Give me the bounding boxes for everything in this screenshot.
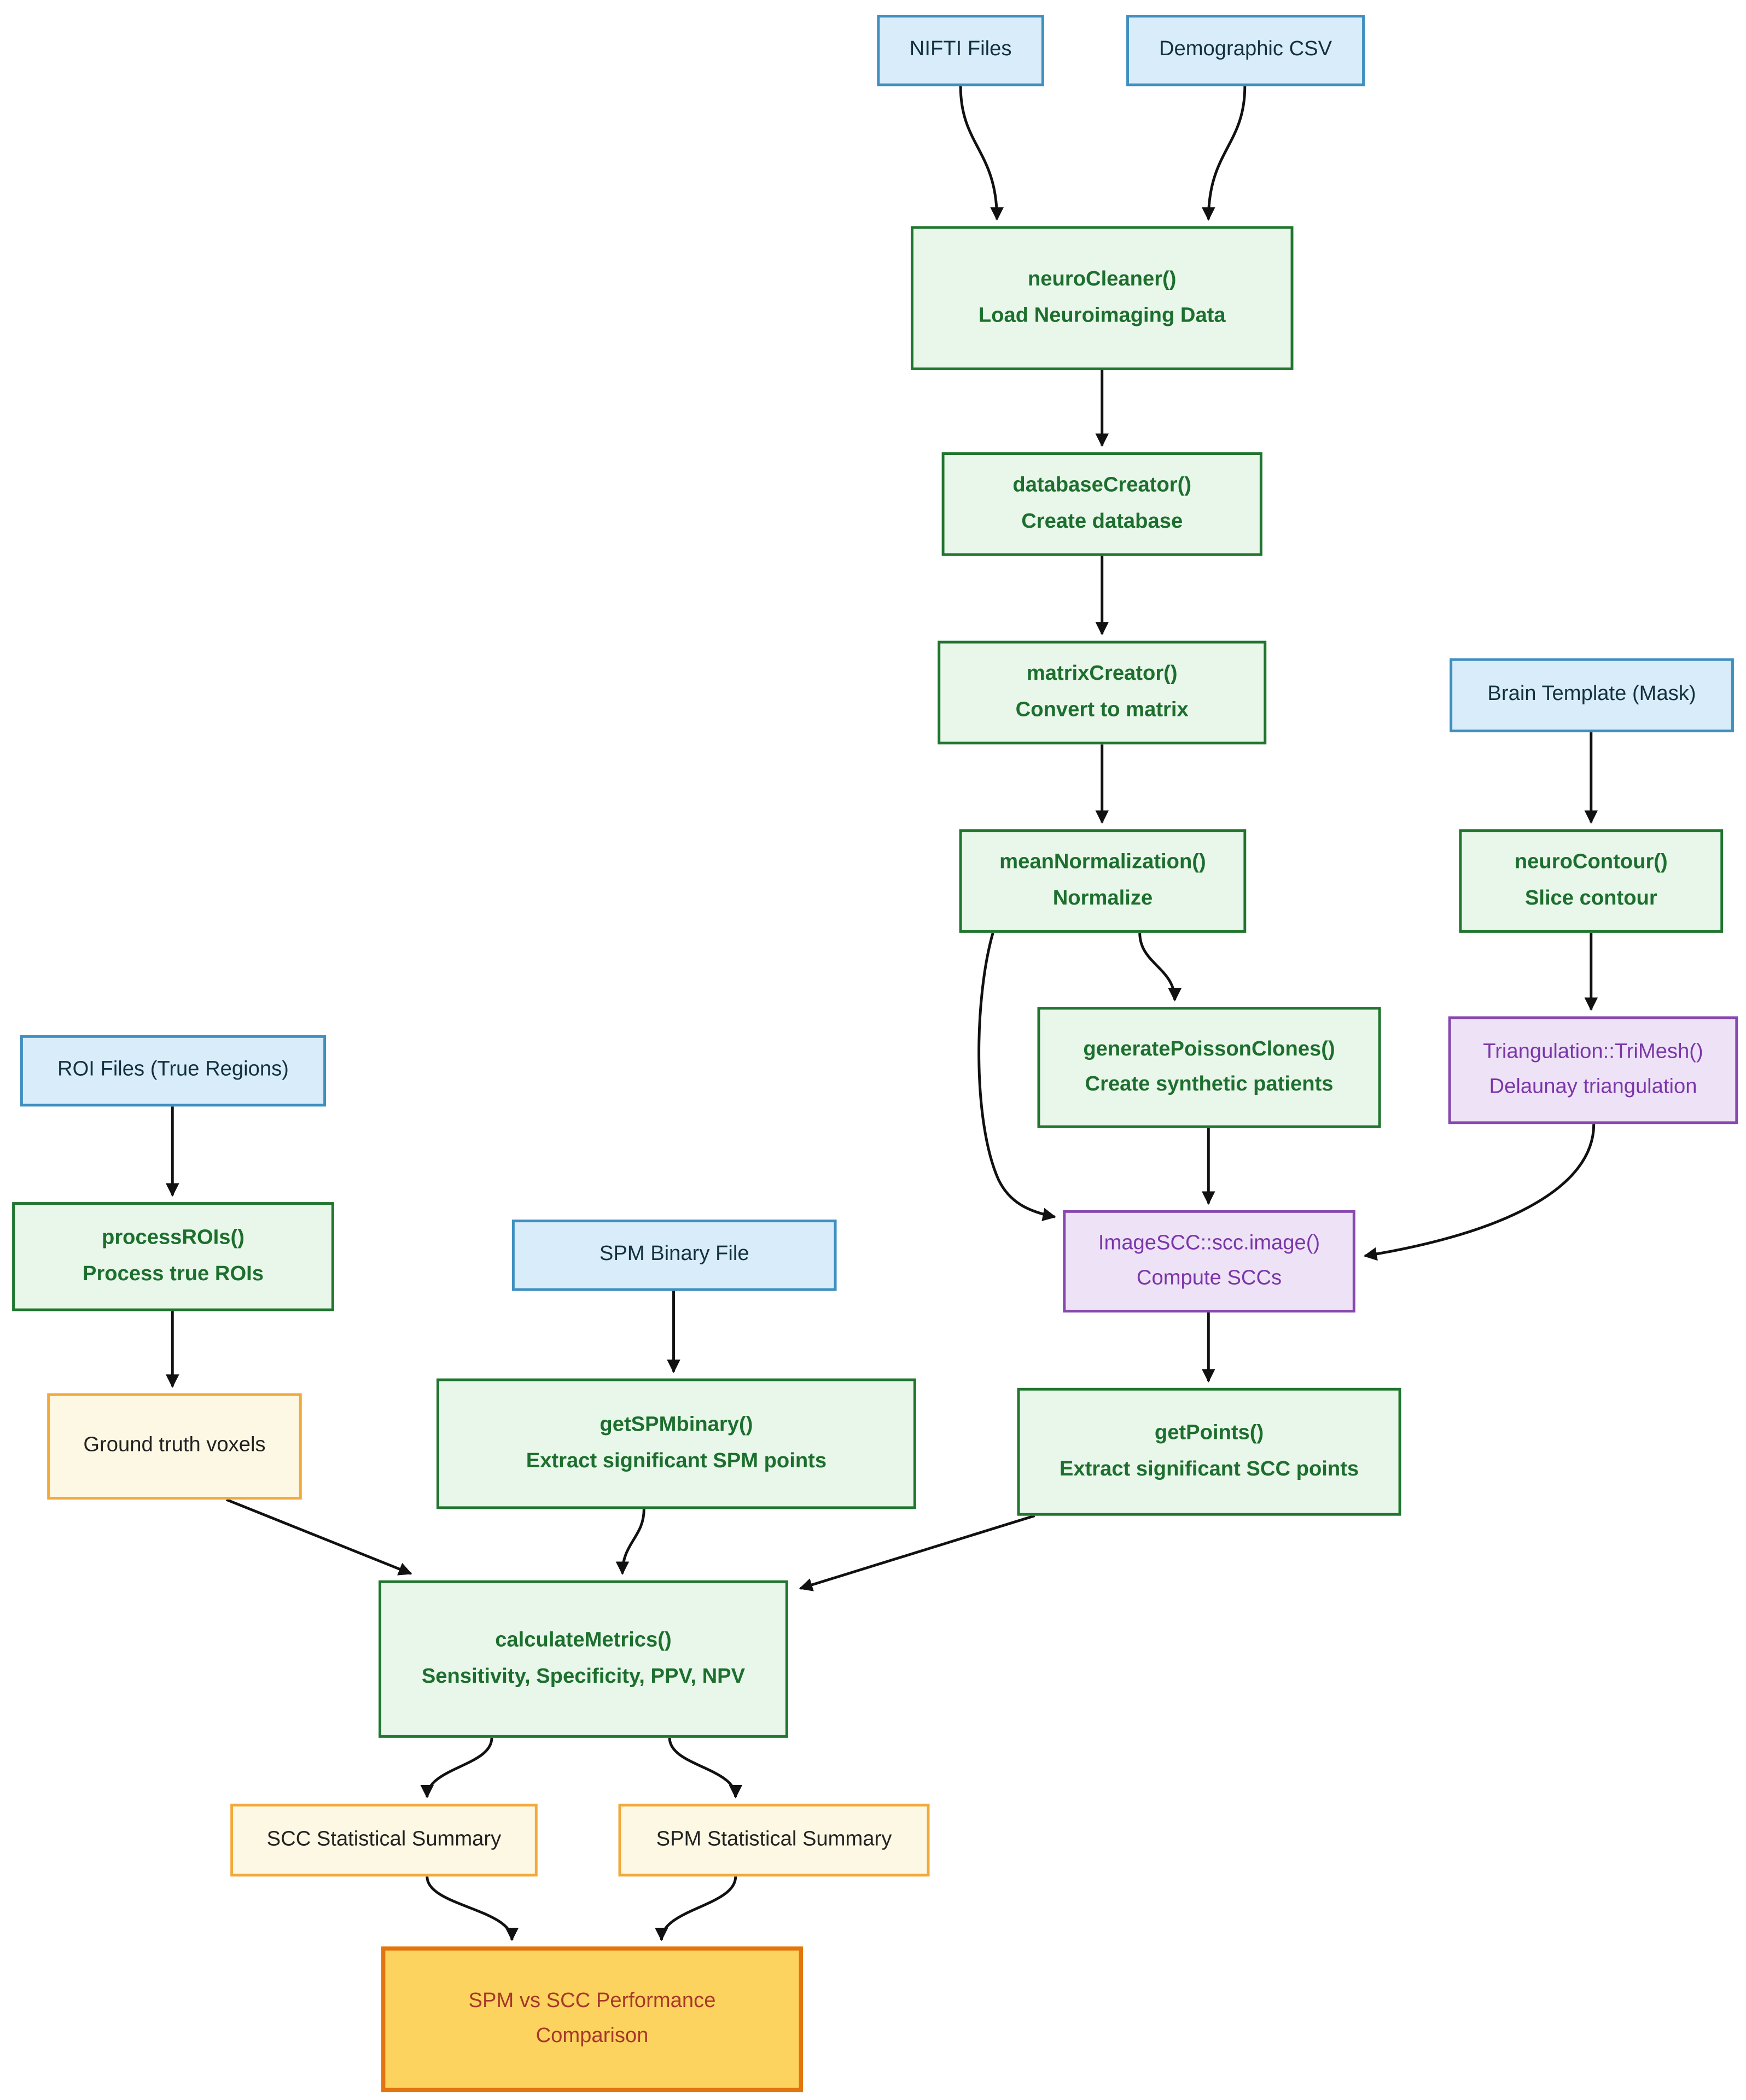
edge-meannormalization-to-generatepoissonclones	[1138, 932, 1182, 1002]
node-braintemplate: Brain Template (Mask)	[1450, 658, 1734, 733]
node-databasecreator-label-0: databaseCreator()	[1012, 474, 1192, 497]
node-groundtruth-label-0: Ground truth voxels	[83, 1434, 266, 1457]
node-spmsummary-label-0: SPM Statistical Summary	[656, 1828, 892, 1851]
edge-groundtruth-to-calculatemetrics	[225, 1498, 412, 1576]
node-meannormalization: meanNormalization() Normalize	[959, 829, 1247, 933]
node-spmsummary: SPM Statistical Summary	[618, 1804, 930, 1877]
node-roifiles-label-0: ROI Files (True Regions)	[57, 1058, 289, 1082]
node-processrois-label-1: Process true ROIs	[82, 1262, 264, 1285]
node-roifiles: ROI Files (True Regions)	[20, 1035, 327, 1107]
node-comparison-label-1: Comparison	[536, 2025, 649, 2048]
node-getpoints-label-0: getPoints()	[1154, 1421, 1264, 1445]
node-sccsummary-label-0: SCC Statistical Summary	[266, 1828, 502, 1851]
node-getspmbinary-label-0: getSPMbinary()	[600, 1413, 753, 1437]
node-spmbinaryfile-label-0: SPM Binary File	[599, 1242, 749, 1266]
node-calculatemetrics-label-0: calculateMetrics()	[495, 1629, 672, 1652]
node-databasecreator: databaseCreator() Create database	[941, 452, 1262, 556]
node-processrois-label-0: processROIs()	[101, 1226, 245, 1250]
edge-calculatemetrics-to-sccsummary	[420, 1737, 493, 1799]
node-groundtruth: Ground truth voxels	[47, 1393, 302, 1500]
node-generatepoissonclones: generatePoissonClones() Create synthetic …	[1037, 1007, 1381, 1128]
node-sccsummary: SCC Statistical Summary	[230, 1804, 538, 1877]
edge-calculatemetrics-to-spmsummary	[668, 1737, 743, 1799]
node-meannormalization-label-1: Normalize	[1052, 886, 1153, 909]
node-matrixcreator-label-1: Convert to matrix	[1015, 698, 1189, 721]
node-getpoints: getPoints() Extract significant SCC point…	[1017, 1387, 1401, 1516]
node-matrixcreator: matrixCreator() Convert to matrix	[938, 640, 1267, 745]
node-calculatemetrics: calculateMetrics() Sensitivity, Specifici…	[379, 1580, 788, 1738]
edge-nifti-to-neurocleaner	[959, 86, 1004, 221]
node-trimesh-label-1: Delaunay triangulation	[1489, 1075, 1697, 1099]
node-spmbinaryfile: SPM Binary File	[511, 1220, 837, 1291]
node-neurocleaner-label-1: Load Neuroimaging Data	[978, 304, 1226, 326]
edge-demographic-csv-to-neurocleaner	[1202, 86, 1247, 221]
node-neurocontour: neuroContour() Slice contour	[1459, 829, 1724, 933]
node-trimesh: Triangulation::TriMesh()Delaunay triangu…	[1448, 1016, 1738, 1124]
node-demographic-csv-label-0: Demographic CSV	[1159, 38, 1332, 61]
node-databasecreator-label-1: Create database	[1021, 509, 1183, 533]
node-braintemplate-label-0: Brain Template (Mask)	[1487, 682, 1696, 706]
node-comparison-label-0: SPM vs SCC Performance	[468, 1989, 716, 2012]
node-matrixcreator-label-0: matrixCreator()	[1026, 662, 1178, 686]
edge-getspmbinary-to-calculatemetrics	[615, 1509, 645, 1575]
node-calculatemetrics-label-1: Sensitivity, Specificity, PPV, NPV	[421, 1664, 746, 1688]
node-generatepoissonclones-label-1: Create synthetic patients	[1085, 1072, 1334, 1096]
edge-spmsummary-to-comparison	[655, 1876, 737, 1941]
node-neurocontour-label-0: neuroContour()	[1514, 851, 1668, 874]
node-imagescc-label-1: Compute SCCs	[1136, 1267, 1282, 1290]
edge-meannormalization-to-imagescc	[977, 932, 1056, 1221]
node-getpoints-label-1: Extract significant SCC points	[1059, 1457, 1359, 1480]
node-getspmbinary-label-1: Extract significant SPM points	[526, 1449, 827, 1472]
node-nifti: NIFTI Files	[877, 15, 1044, 86]
node-generatepoissonclones-label-0: generatePoissonClones()	[1083, 1037, 1335, 1060]
node-imagescc-label-0: ImageSCC::scc.image()	[1098, 1231, 1320, 1255]
node-demographic-csv: Demographic CSV	[1126, 15, 1365, 86]
node-meannormalization-label-0: meanNormalization()	[999, 851, 1206, 874]
node-imagescc: ImageSCC::scc.image()Compute SCCs	[1063, 1210, 1355, 1312]
node-neurocleaner: neuroCleaner() Load Neuroimaging Data	[910, 226, 1294, 370]
edge-sccsummary-to-comparison	[426, 1876, 519, 1941]
node-neurocleaner-label-0: neuroCleaner()	[1027, 268, 1177, 291]
edge-trimesh-to-imagescc	[1363, 1124, 1596, 1261]
node-getspmbinary: getSPMbinary() Extract significant SPM po…	[436, 1378, 916, 1509]
node-neurocontour-label-1: Slice contour	[1524, 886, 1657, 909]
node-nifti-label-0: NIFTI Files	[909, 38, 1012, 61]
edge-getpoints-to-calculatemetrics	[799, 1514, 1035, 1591]
node-processrois: processROIs() Process true ROIs	[12, 1202, 334, 1311]
node-trimesh-label-0: Triangulation::TriMesh()	[1483, 1040, 1703, 1063]
